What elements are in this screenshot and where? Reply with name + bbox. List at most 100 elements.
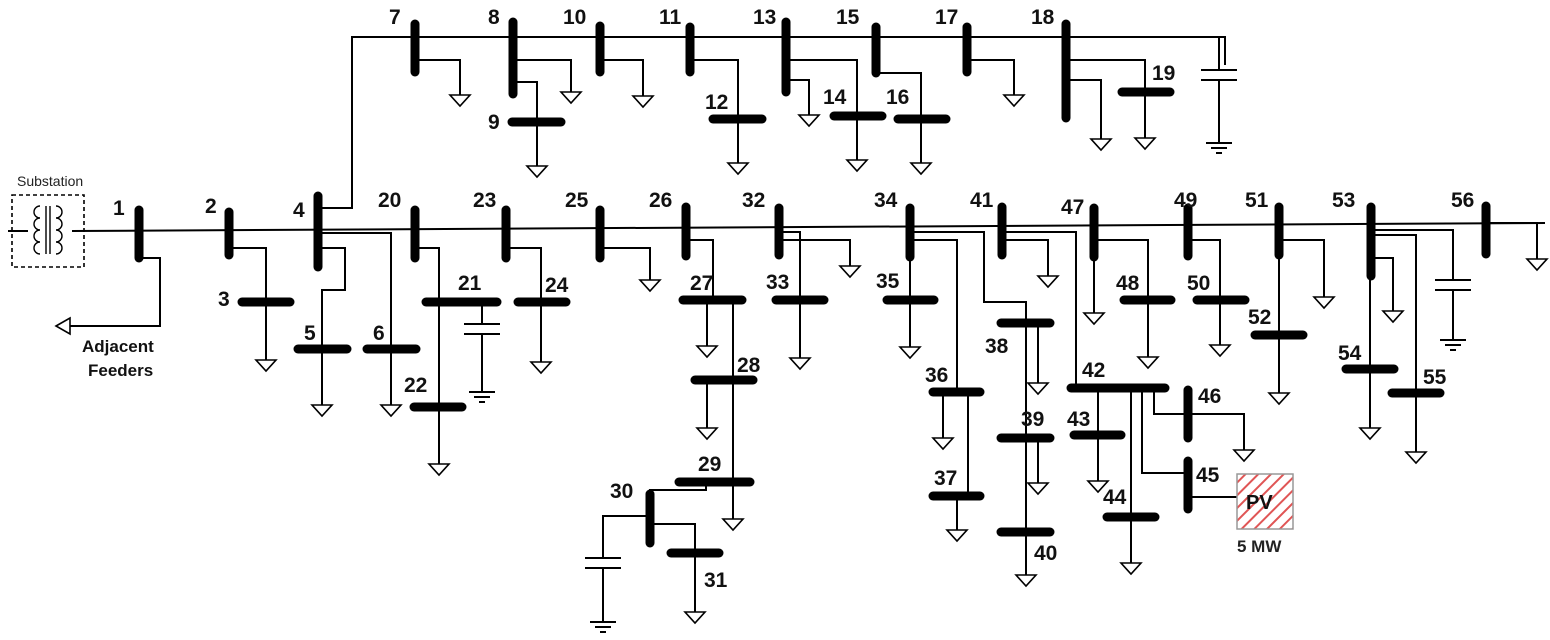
- lateral-line: [415, 247, 440, 302]
- load-arrow-icon: [1381, 310, 1405, 324]
- bus-label-48: 48: [1116, 272, 1140, 295]
- bus-label-34: 34: [874, 189, 898, 212]
- substation-box: [11, 194, 85, 268]
- load-arrow-icon: [631, 95, 655, 109]
- lateral-line: [910, 239, 958, 392]
- bus-label-4: 4: [293, 199, 305, 222]
- lateral-line: [910, 231, 1027, 323]
- bus-label-32: 32: [742, 189, 765, 212]
- bus-label-44: 44: [1103, 486, 1127, 509]
- load-arrow-icon: [1136, 356, 1160, 370]
- bus-label-45: 45: [1196, 464, 1220, 487]
- lateral-line: [1066, 59, 1146, 92]
- bus-label-22: 22: [404, 374, 427, 397]
- lateral-line: [318, 247, 346, 349]
- bus-label-27: 27: [690, 272, 713, 295]
- lateral-line: [600, 59, 644, 96]
- lateral-line: [650, 523, 696, 553]
- load-arrow-icon: [931, 437, 955, 451]
- bus-label-11: 11: [659, 6, 682, 29]
- load-arrow-icon: [1082, 312, 1106, 326]
- load-arrow-icon: [427, 463, 451, 477]
- feeder-lines: [8, 36, 1546, 612]
- bus-label-37: 37: [934, 467, 957, 490]
- load-arrow-icon: [695, 345, 719, 359]
- bus-label-53: 53: [1332, 189, 1355, 212]
- load-arrow-icon: [529, 361, 553, 375]
- load-arrow-icon: [1014, 574, 1038, 588]
- load-arrow-icon: [909, 162, 933, 176]
- bus-label-29: 29: [698, 453, 721, 476]
- bus-label-33: 33: [766, 271, 789, 294]
- pv-rating: 5 MW: [1237, 537, 1282, 556]
- lateral-line: [602, 515, 650, 558]
- load-arrow-icon: [838, 265, 862, 279]
- load-arrow-icon: [1026, 382, 1050, 396]
- lateral-line: [779, 231, 801, 300]
- bus-label-42: 42: [1082, 359, 1105, 382]
- bus-label-2: 2: [205, 195, 217, 218]
- bus-label-30: 30: [610, 480, 633, 503]
- lateral-line: [1094, 239, 1149, 300]
- load-arrow-icon: [845, 159, 869, 173]
- bus-label-19: 19: [1152, 62, 1175, 85]
- lateral-line: [600, 247, 651, 280]
- lateral-line: [786, 59, 858, 116]
- bus-bars: [134, 17, 1491, 558]
- lateral-line: [1153, 388, 1188, 415]
- load-arrow-icon: [898, 346, 922, 360]
- lateral-line: [1188, 413, 1245, 450]
- bus-label-5: 5: [304, 322, 316, 345]
- bus-label-39: 39: [1021, 408, 1044, 431]
- load-arrow-icon: [1089, 138, 1113, 152]
- bus-label-51: 51: [1245, 189, 1269, 212]
- lateral-line: [1002, 239, 1049, 276]
- bus-label-8: 8: [488, 6, 500, 29]
- adjacent-feeders: Adjacent Feeders: [82, 337, 154, 380]
- bus-label-14: 14: [823, 86, 847, 109]
- transformer-icon: [33, 205, 63, 255]
- lateral-line: [1188, 239, 1221, 300]
- bus-label-26: 26: [649, 189, 672, 212]
- bus-label-56: 56: [1451, 189, 1474, 212]
- lateral-line: [779, 239, 851, 266]
- load-arrow-icon: [310, 404, 334, 418]
- pv-generator: PV 5 MW: [1236, 473, 1294, 556]
- bus-label-49: 49: [1174, 189, 1197, 212]
- substation: Substation: [11, 173, 85, 268]
- bus-label-18: 18: [1031, 6, 1055, 29]
- load-arrow-icon: [683, 611, 707, 625]
- bus-label-28: 28: [737, 354, 761, 377]
- capacitor-banks: [464, 37, 1471, 633]
- bus-label-12: 12: [705, 91, 728, 114]
- pv-label: PV: [1246, 492, 1273, 514]
- load-arrow-icon: [721, 518, 745, 532]
- load-arrow-icon: [1232, 449, 1256, 463]
- load-arrow-icon: [1133, 137, 1157, 151]
- bus-label-6: 6: [373, 322, 385, 345]
- load-arrow-icon: [695, 427, 719, 441]
- bus-label-9: 9: [488, 111, 500, 134]
- bus-label-46: 46: [1198, 385, 1221, 408]
- bus-label-25: 25: [565, 189, 589, 212]
- bus-label-3: 3: [218, 288, 230, 311]
- bus-label-41: 41: [970, 189, 994, 212]
- load-arrow-icon: [788, 357, 812, 371]
- load-arrow-icon: [1026, 482, 1050, 496]
- lateral-line: [1279, 239, 1325, 297]
- lateral-line: [967, 59, 1015, 95]
- lateral-line: [1371, 234, 1417, 393]
- bus-label-40: 40: [1034, 542, 1057, 565]
- adjacent-feeders-arrow-icon: [54, 316, 71, 336]
- bus-label-1: 1: [113, 197, 125, 220]
- lateral-line: [1371, 257, 1394, 311]
- upper-lateral-trunk: [318, 36, 1226, 209]
- bus-label-24: 24: [545, 274, 569, 297]
- load-arrow-icon: [1404, 451, 1428, 465]
- load-arrow-icon: [1036, 275, 1060, 289]
- load-arrow-icon: [1312, 296, 1336, 310]
- bus-label-20: 20: [378, 189, 401, 212]
- ground-icon: [469, 391, 495, 403]
- adjacent-feeders-label-line2: Feeders: [88, 361, 153, 380]
- main-trunk: [71, 222, 1546, 232]
